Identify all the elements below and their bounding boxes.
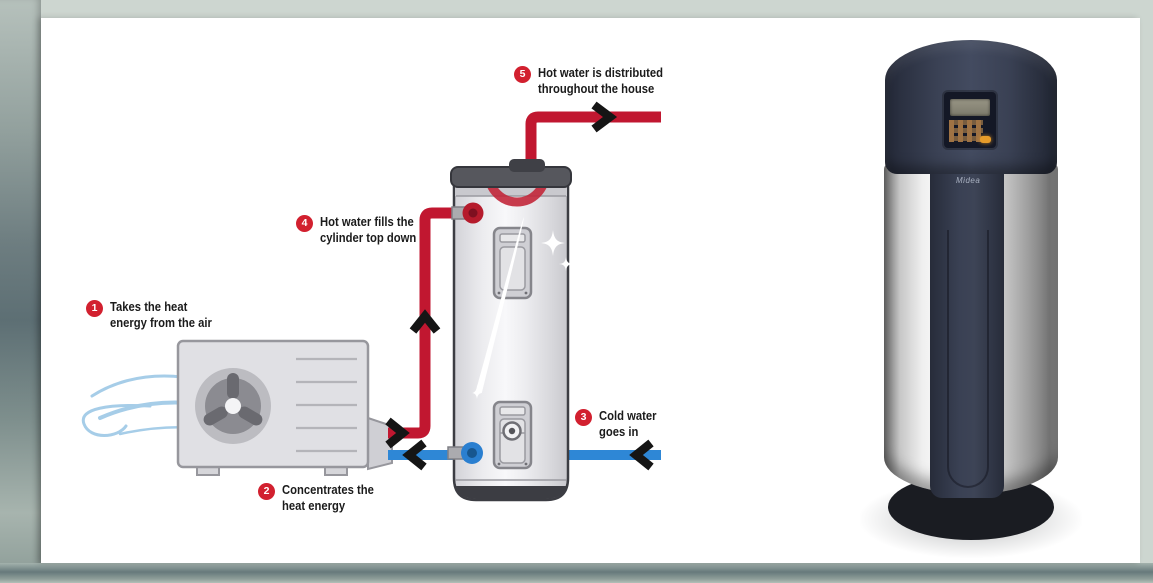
step-badge-2: 2 <box>258 483 275 500</box>
step-badge-3: 3 <box>575 409 592 426</box>
left-spine-gradient <box>0 0 41 583</box>
step-badge-5: 5 <box>514 66 531 83</box>
step-badge-4: 4 <box>296 215 313 232</box>
brand-logo: Midea <box>956 176 981 185</box>
product-front-groove <box>947 230 989 488</box>
step-badge-1: 1 <box>86 300 103 317</box>
control-panel <box>944 92 996 148</box>
control-buttons <box>949 120 983 142</box>
product-front-stripe: Midea <box>930 160 1004 498</box>
bottom-band <box>0 563 1153 583</box>
product-photo: Midea <box>860 38 1082 558</box>
display-screen <box>950 99 990 116</box>
power-button <box>980 136 991 143</box>
